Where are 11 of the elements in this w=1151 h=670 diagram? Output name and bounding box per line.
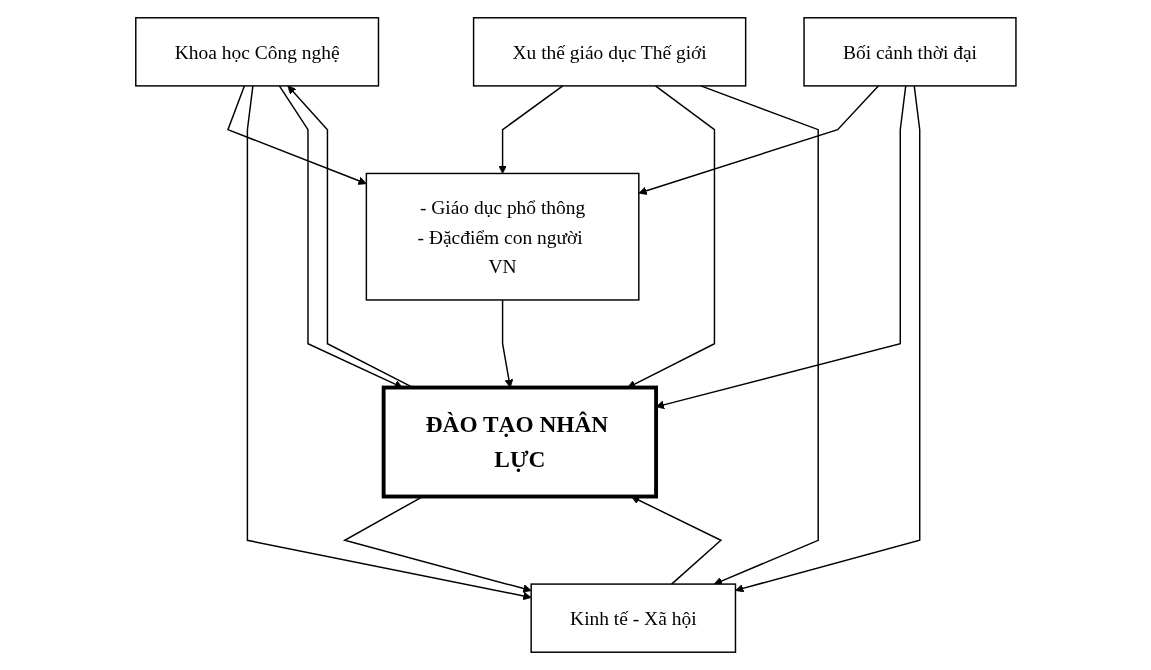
arrow (497, 85, 564, 174)
arrow (630, 496, 722, 585)
node-box: - Giáo dục phổ thông - Đặcđiểm con người VN (365, 172, 640, 301)
node-box: Bối cảnh thời đại (802, 17, 1017, 87)
arrow (627, 85, 715, 388)
node-box: Khoa học Công nghệ (134, 17, 379, 87)
arrow (501, 299, 513, 388)
node-box: Kinh tế - Xã hội (530, 583, 736, 653)
arrow (638, 85, 879, 195)
node-box: Xu thế giáo dục Thế giới (472, 17, 746, 87)
node-box: ĐÀO TẠO NHÂN LỰC (381, 385, 658, 499)
